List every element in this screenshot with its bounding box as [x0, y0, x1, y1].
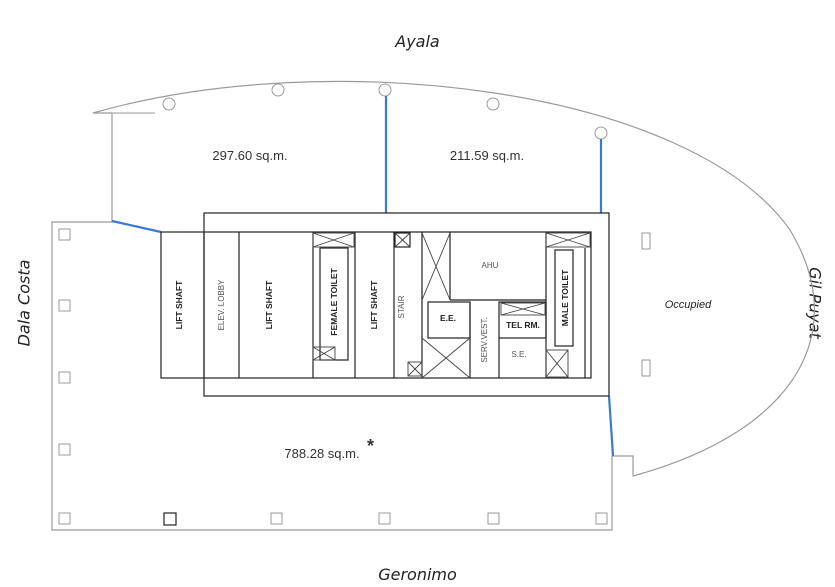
- column: [58, 371, 71, 384]
- shaft: [312, 232, 355, 248]
- area-label-south: 788.28 sq.m.: [284, 446, 359, 461]
- stair-box: [394, 232, 411, 248]
- shaft-crosses: [312, 232, 591, 379]
- room-label-ee: E.E.: [440, 313, 456, 323]
- core-inner: [160, 231, 592, 379]
- column: [270, 512, 283, 525]
- column: [58, 512, 71, 525]
- column: [595, 512, 608, 525]
- room-label-lift-shaft-3: LIFT SHAFT: [369, 280, 379, 329]
- area-label-north-east: 211.59 sq.m.: [450, 148, 524, 163]
- shaft: [545, 232, 591, 248]
- partition-line: [607, 395, 615, 457]
- shaft: [312, 346, 336, 361]
- column: [487, 512, 500, 525]
- core: [160, 212, 610, 397]
- area-label-north-west: 297.60 sq.m.: [212, 148, 287, 163]
- column: [58, 443, 71, 456]
- building-outline: [51, 80, 815, 531]
- room-label-lift-shaft-1: LIFT SHAFT: [174, 280, 184, 329]
- shaft: [407, 361, 423, 377]
- column: [486, 97, 500, 111]
- area-marker-asterisk: *: [367, 436, 374, 456]
- toilet-inner: [554, 249, 574, 347]
- column: [641, 359, 651, 377]
- room-label-stair: STAIR: [397, 295, 406, 318]
- column: [58, 299, 71, 312]
- room-label-lift-shaft-2: LIFT SHAFT: [264, 280, 274, 329]
- column: [162, 97, 176, 111]
- column: [594, 126, 608, 140]
- column: [58, 228, 71, 241]
- occupied-label: Occupied: [665, 299, 712, 311]
- room-tel: [498, 301, 547, 339]
- partition-lines: [111, 96, 615, 457]
- room-label-elev-lobby: ELEV. LOBBY: [217, 279, 226, 331]
- room-label-ahu: AHU: [482, 261, 499, 270]
- column-highlight: [163, 512, 177, 526]
- column-group: [58, 83, 651, 525]
- street-label-north: Ayala: [395, 32, 440, 51]
- partition-line: [111, 219, 162, 234]
- column: [271, 83, 285, 97]
- room-label-se: S.E.: [511, 350, 526, 359]
- room-label-serv-vest: SERV.VEST.: [480, 317, 489, 362]
- street-label-south: Geronimo: [378, 565, 457, 584]
- room-label-tel-rm: TEL RM.: [506, 320, 540, 330]
- room-label-female-toilet: FEMALE TOILET: [329, 268, 339, 336]
- shaft: [545, 349, 569, 378]
- room-label-male-toilet: MALE TOILET: [560, 269, 570, 326]
- shaft: [500, 302, 546, 316]
- column: [641, 232, 651, 250]
- column: [378, 512, 391, 525]
- column: [378, 83, 392, 97]
